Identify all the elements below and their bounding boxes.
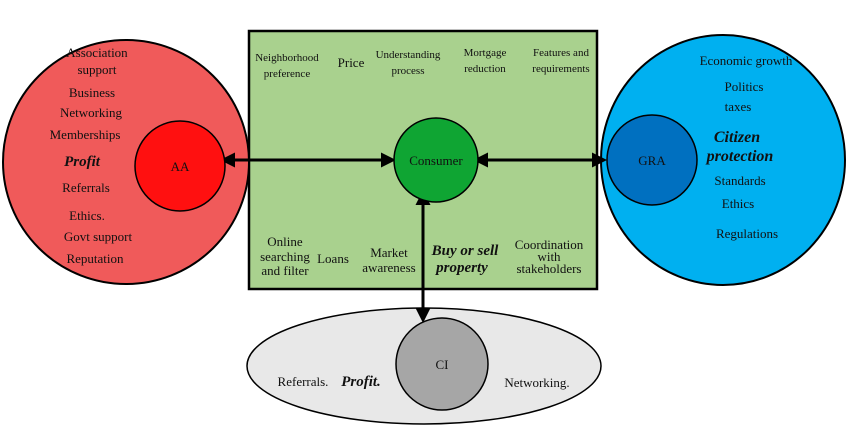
gra-citizen: protection	[705, 148, 774, 165]
consumer-top-item: Features and	[533, 47, 589, 59]
consumer-buy-sell: Buy or sell	[431, 243, 500, 259]
ci-item: Referrals.	[278, 374, 329, 389]
consumer-buy-sell: property	[434, 260, 488, 276]
gra-circle	[606, 114, 698, 206]
aa-item: Referrals	[62, 180, 110, 195]
aa-item: Networking	[60, 105, 123, 120]
consumer-bottom-item: awareness	[362, 260, 415, 275]
consumer-bottom-item: Loans	[317, 251, 349, 266]
ci-item: Networking.	[504, 375, 569, 390]
consumer-top-item: Neighborhood	[255, 52, 319, 64]
gra-item: Regulations	[716, 226, 778, 241]
gra-item: Politics	[724, 79, 763, 94]
aa-item: Govt support	[64, 229, 133, 244]
gra-item: Ethics	[722, 196, 755, 211]
consumer-top-item: requirements	[532, 63, 589, 75]
consumer-circle	[393, 117, 479, 203]
aa-item: Business	[69, 85, 115, 100]
consumer-bottom-item: searching	[260, 249, 310, 264]
consumer-top-item: Mortgage	[464, 47, 507, 59]
aa-profit: Profit	[64, 154, 101, 170]
gra-label: GRA	[638, 153, 666, 168]
consumer-top-item: preference	[264, 68, 311, 80]
consumer-top-item: Price	[338, 55, 365, 70]
aa-item: Association	[66, 45, 128, 60]
aa-item: Memberships	[50, 127, 121, 142]
gra-item: Economic growth	[700, 53, 793, 68]
ci-label: CI	[436, 357, 449, 372]
consumer-bottom-item: Online	[267, 234, 303, 249]
consumer-top-item: process	[392, 65, 425, 77]
gra-item: Standards	[714, 173, 765, 188]
consumer-bottom-item: Market	[370, 245, 408, 260]
ci-profit: Profit.	[341, 374, 381, 390]
consumer-bottom-item: and filter	[261, 263, 309, 278]
aa-item: support	[78, 62, 117, 77]
consumer-bottom-item: with	[537, 249, 561, 264]
consumer-top-item: Understanding	[376, 49, 441, 61]
consumer-label: Consumer	[409, 153, 463, 168]
gra-item: taxes	[725, 99, 752, 114]
aa-label: AA	[171, 159, 190, 174]
consumer-bottom-item: stakeholders	[517, 261, 582, 276]
aa-item: Ethics.	[69, 208, 105, 223]
aa-circle	[134, 120, 226, 212]
aa-item: Reputation	[66, 251, 124, 266]
consumer-bottom-item: Coordination	[515, 237, 584, 252]
gra-citizen: Citizen	[714, 129, 760, 146]
ci-circle	[395, 317, 489, 411]
consumer-top-item: reduction	[464, 63, 506, 75]
